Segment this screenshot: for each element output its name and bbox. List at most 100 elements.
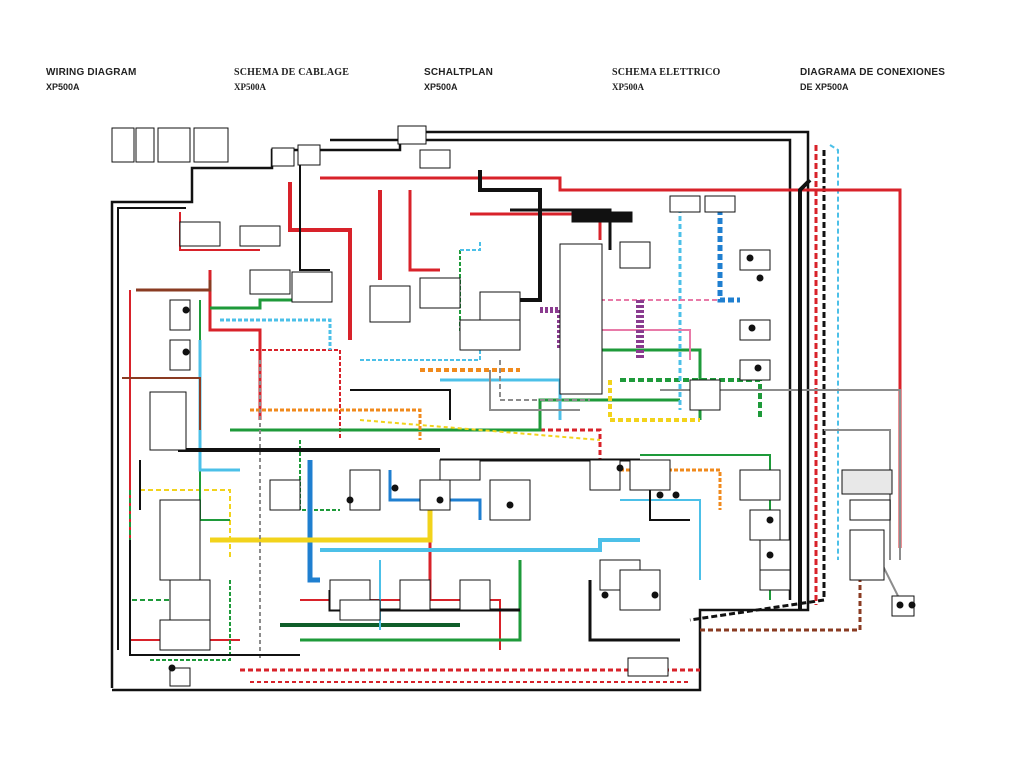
header-model: XP500A — [612, 82, 644, 92]
bulb-icon — [748, 324, 756, 332]
wire-brown — [136, 280, 212, 292]
wire-orange — [250, 408, 422, 440]
bulb-icon — [651, 591, 659, 599]
bulb-icon — [908, 601, 916, 609]
wire-black — [588, 580, 680, 642]
wire-sky — [460, 240, 481, 251]
wire-green — [199, 300, 230, 521]
relay-box — [149, 391, 187, 451]
battery-symbol — [841, 469, 893, 495]
wire-blue-right — [717, 200, 740, 303]
bulb-icon — [168, 664, 176, 672]
connector-block — [749, 509, 781, 541]
connector-block — [589, 459, 621, 491]
connector-block — [169, 579, 211, 621]
wire-gray — [499, 360, 590, 401]
bulb-icon — [896, 601, 904, 609]
header-title: SCHEMA DE CABLAGE — [234, 67, 350, 78]
wire-gray — [489, 370, 580, 411]
wire-green — [300, 560, 522, 642]
connector-block — [169, 667, 191, 687]
connector-block — [369, 285, 411, 323]
connector-block — [759, 539, 791, 571]
connector-block — [169, 299, 191, 331]
switch-symbol — [111, 127, 135, 163]
connector-block — [669, 195, 701, 213]
wire-black — [350, 389, 451, 420]
connector-block — [459, 579, 491, 611]
connector-block — [397, 125, 427, 145]
bulb-icon — [656, 491, 664, 499]
wire-red — [408, 190, 440, 272]
header-title: SCHALTPLAN — [424, 67, 494, 78]
wire-left-trunk — [117, 207, 186, 650]
wire-black-bus — [178, 400, 440, 452]
switch-symbol — [157, 127, 191, 163]
connector-block — [739, 359, 771, 381]
header-model: DE XP500A — [800, 82, 849, 92]
connector-block — [271, 147, 295, 167]
header-title: WIRING DIAGRAM — [46, 67, 137, 78]
wire-green — [150, 580, 231, 661]
wire-brown — [700, 560, 862, 632]
header-title: DIAGRAMA DE CONEXIONES — [800, 67, 946, 78]
connector-block — [159, 619, 211, 651]
bulb-icon — [672, 491, 680, 499]
connector-block — [399, 579, 431, 611]
connector-block — [759, 569, 791, 591]
wire-yellow — [359, 419, 601, 441]
starter-relay — [849, 529, 885, 581]
components — [111, 125, 916, 687]
connector-block — [179, 221, 221, 247]
connector-block — [297, 144, 321, 166]
connector-block — [459, 319, 521, 351]
bulb-icon — [506, 501, 514, 509]
connector-block — [704, 195, 736, 213]
switch-symbol — [135, 127, 155, 163]
fuse-box — [159, 499, 201, 581]
connector-block — [627, 657, 669, 677]
connector-block — [739, 469, 781, 501]
header-italian: SCHEMA ELETTRICO XP500A — [612, 66, 721, 94]
bulb-icon — [766, 516, 774, 524]
connector-block — [339, 599, 381, 621]
wire-blue-vertical — [307, 460, 320, 583]
wire-green — [600, 348, 702, 420]
wire-red-main — [288, 182, 352, 340]
header-model: XP500A — [424, 82, 458, 92]
header-model: XP500A — [234, 82, 266, 92]
connector-block — [169, 339, 191, 371]
header-german: SCHALTPLAN XP500A — [424, 66, 493, 94]
bulb-icon — [346, 496, 354, 504]
ecu-unit — [571, 211, 633, 223]
wire-sky — [220, 318, 332, 350]
wire-black-thick — [478, 170, 542, 302]
connector-block — [349, 469, 381, 511]
connector-block — [689, 379, 721, 411]
wire-purple — [540, 307, 563, 350]
switch-symbol — [193, 127, 229, 163]
wire-pink — [600, 329, 691, 360]
wire-sky-bottom — [320, 538, 640, 552]
connector-block — [739, 249, 771, 271]
wire-red — [250, 349, 341, 440]
wire-top-trunk — [330, 138, 792, 600]
bulb-icon — [756, 274, 764, 282]
bulb-icon — [746, 254, 754, 262]
wire-black — [798, 178, 812, 610]
wire-black — [129, 540, 300, 656]
wire-right-dashed — [689, 150, 826, 622]
wire-gray — [660, 389, 901, 560]
wire-yellow-main — [210, 510, 433, 543]
bulb-icon — [436, 496, 444, 504]
bulb-icon — [182, 306, 190, 314]
connector-block — [489, 479, 531, 521]
wire-yellow — [608, 380, 700, 422]
connector-block — [629, 459, 671, 491]
wire-harness — [110, 130, 902, 692]
header-title: SCHEMA ELETTRICO — [612, 67, 721, 78]
wire-black — [510, 208, 612, 250]
wire-main-frame — [110, 130, 810, 692]
header-french: SCHEMA DE CABLAGE XP500A — [234, 66, 349, 94]
